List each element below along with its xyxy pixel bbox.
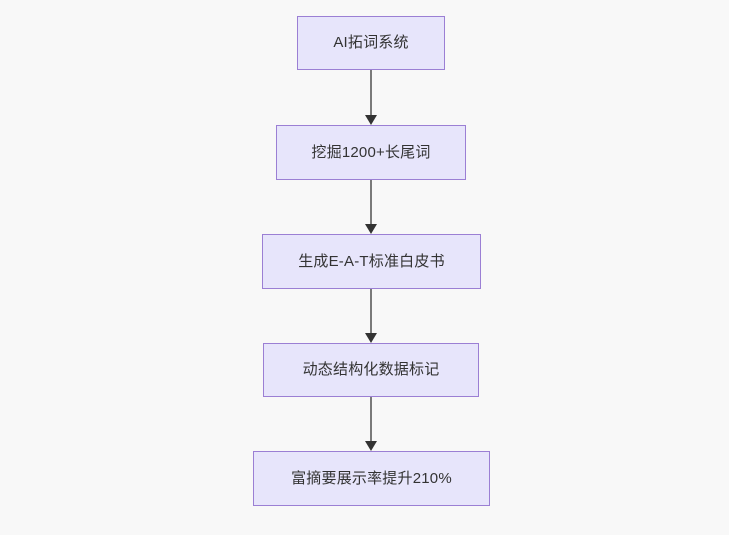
edge-line [370, 397, 372, 442]
edge-line [370, 70, 372, 116]
arrow-down-icon [365, 224, 377, 234]
flow-node-label: 生成E-A-T标准白皮书 [298, 252, 445, 270]
arrow-down-icon [365, 115, 377, 125]
arrow-down-icon [365, 333, 377, 343]
arrow-down-icon [365, 441, 377, 451]
flow-node-rich-snippet-impression-lift[interactable]: 富摘要展示率提升210% [253, 451, 490, 506]
flow-node-label: 富摘要展示率提升210% [291, 469, 452, 487]
flow-node-dynamic-structured-data-markup[interactable]: 动态结构化数据标记 [263, 343, 479, 397]
flow-node-label: 动态结构化数据标记 [302, 361, 440, 378]
flow-node-label: 挖掘1200+长尾词 [311, 143, 431, 161]
flow-node-ai-keyword-system[interactable]: AI拓词系统 [297, 16, 445, 70]
flow-node-generate-eat-whitepaper[interactable]: 生成E-A-T标准白皮书 [262, 234, 481, 289]
edge-line [370, 289, 372, 334]
edge-line [370, 180, 372, 225]
flow-node-mine-longtail-keywords[interactable]: 挖掘1200+长尾词 [276, 125, 466, 180]
flow-node-label: AI拓词系统 [333, 34, 409, 51]
